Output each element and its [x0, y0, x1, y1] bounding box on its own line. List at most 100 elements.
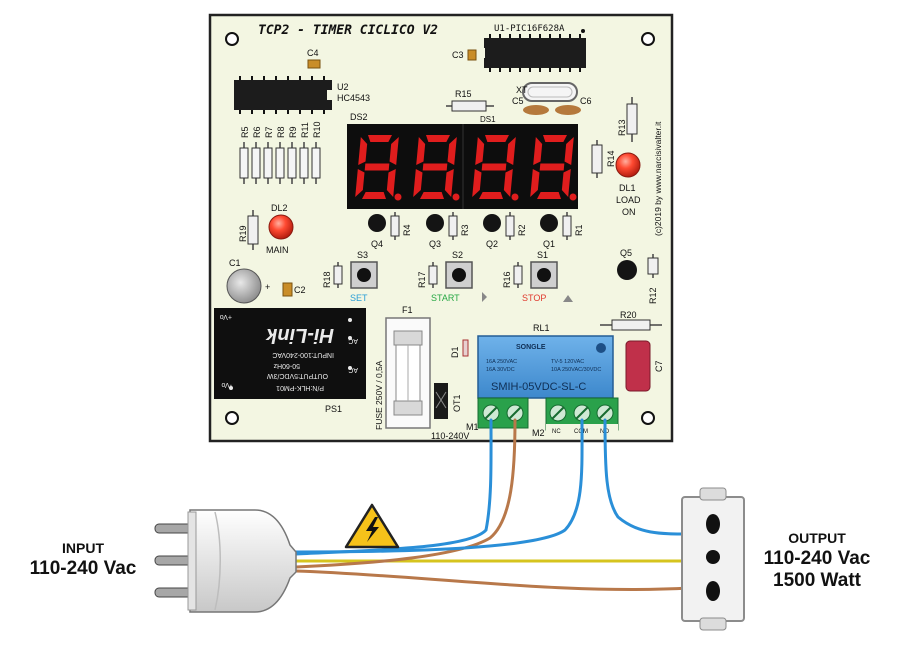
display-segment — [420, 192, 444, 199]
r12-resistor — [647, 257, 659, 275]
ds2-label: DS2 — [350, 112, 368, 122]
transistor-body — [483, 214, 501, 232]
c6-label: C6 — [580, 96, 592, 106]
display-segment — [561, 169, 571, 197]
push-button-cap[interactable] — [537, 268, 551, 282]
display-segment — [530, 169, 540, 197]
input-title: INPUT — [62, 540, 104, 556]
c6-capacitor — [555, 105, 581, 115]
fuse-rating: FUSE 250V / 0,5A — [374, 360, 384, 430]
display-segment — [485, 135, 509, 142]
display-dot — [452, 193, 460, 201]
display-segment — [364, 163, 390, 171]
c7-label: C7 — [654, 360, 664, 372]
transistor-label: Q2 — [486, 239, 498, 249]
wire-load-phase — [603, 418, 692, 536]
display-segment — [564, 137, 574, 165]
display-segment — [413, 169, 423, 197]
mcu-label: U1-PIC16F628A — [494, 24, 565, 34]
button-resistor — [513, 265, 523, 285]
transistor-label: Q3 — [429, 239, 441, 249]
array-resistor — [311, 147, 321, 179]
q5-label: Q5 — [620, 248, 632, 258]
r14-label: R14 — [606, 150, 616, 167]
resistor-label: R17 — [417, 271, 427, 288]
relay-model: SMIH-05VDC-SL-C — [491, 381, 586, 393]
copyright-text: (c)2019 by www.narcisivalter.it — [653, 121, 663, 236]
c7-capacitor — [625, 340, 651, 392]
array-resistor — [251, 147, 261, 179]
push-button-cap[interactable] — [452, 268, 466, 282]
transistor-base-resistor — [390, 215, 400, 237]
array-resistor-label: R9 — [288, 126, 298, 138]
decoder-chip-u2 — [234, 76, 333, 114]
dl2-led — [268, 214, 294, 240]
array-resistor — [275, 147, 285, 179]
ps1-label: PS1 — [325, 404, 342, 414]
ot1-optotriac — [434, 383, 448, 419]
high-voltage-warning-icon — [344, 503, 400, 549]
resistor-label: R3 — [460, 224, 470, 236]
r20-resistor — [611, 319, 651, 331]
wires — [294, 418, 692, 591]
c5-label: C5 — [512, 96, 524, 106]
start-arrow-icon — [482, 292, 487, 302]
mcu-chip — [479, 29, 586, 72]
f1-label: F1 — [402, 305, 413, 315]
psu-module: P/N:HLK-PM01 OUTPUT:5VDC/3W 50-60Hz INPU… — [214, 308, 366, 399]
output-title: OUTPUT — [788, 530, 846, 546]
psu-part-number: P/N:HLK-PM01 — [276, 384, 324, 391]
display-segment — [481, 163, 507, 171]
transistor-body — [426, 214, 444, 232]
array-resistor-label: R7 — [264, 126, 274, 138]
array-resistor-label: R10 — [312, 121, 322, 138]
display-segment — [416, 137, 426, 165]
button-ref-label: S2 — [452, 250, 463, 260]
psu-brand: Hi-Link — [265, 324, 334, 346]
m2-label: M2 — [532, 428, 545, 438]
array-resistor — [263, 147, 273, 179]
display-dot — [394, 193, 402, 201]
array-resistor — [287, 147, 297, 179]
transistor-label: Q1 — [543, 239, 555, 249]
push-button-cap[interactable] — [357, 268, 371, 282]
display-dot — [569, 193, 577, 201]
c2-label: C2 — [294, 285, 306, 295]
display-segment — [362, 192, 386, 199]
r12-label: R12 — [648, 287, 658, 304]
d1-label: D1 — [450, 346, 460, 358]
display-segment — [444, 169, 454, 197]
psu-frequency: 50-60Hz — [273, 362, 300, 369]
c1-label: C1 — [229, 258, 241, 268]
m1-voltage: 110-240V — [431, 431, 469, 441]
r15-resistor — [451, 100, 487, 112]
c3-capacitor — [467, 49, 477, 61]
display-segment — [422, 163, 448, 171]
m1-label: M1 — [466, 422, 479, 432]
ds1-label: DS1 — [480, 115, 496, 124]
display-segment — [472, 169, 482, 197]
button-ref-label: S3 — [357, 250, 368, 260]
transistor-base-resistor — [562, 215, 572, 237]
c2-capacitor — [282, 282, 293, 297]
output-voltage: 110-240 Vac — [763, 548, 871, 569]
display-segment — [479, 192, 503, 199]
output-label-block: OUTPUT 110-240 Vac 1500 Watt — [752, 530, 882, 592]
c3-label: C3 — [452, 50, 464, 60]
resistor-label: R1 — [574, 224, 584, 236]
wire-com-link — [294, 418, 584, 554]
resistor-label: R4 — [402, 224, 412, 236]
c4-capacitor — [307, 59, 321, 69]
transistor-body — [368, 214, 386, 232]
relay-spec-3: TV-5 120VAC — [551, 359, 584, 365]
q5-transistor — [617, 260, 637, 280]
resistor-label: R16 — [502, 271, 512, 288]
array-resistor-label: R11 — [300, 122, 310, 138]
c1-capacitor — [226, 268, 262, 304]
xt-label: XT — [516, 85, 528, 95]
display-segment — [503, 169, 513, 197]
transistor-base-resistor — [505, 215, 515, 237]
